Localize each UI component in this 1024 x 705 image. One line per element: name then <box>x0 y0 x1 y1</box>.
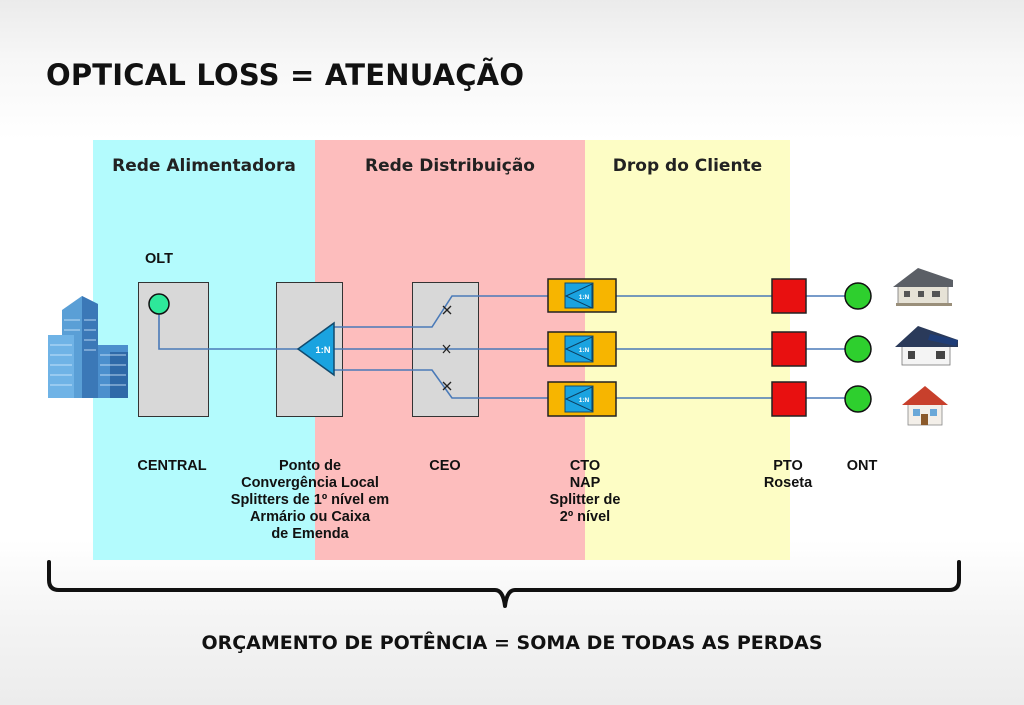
nap-box-1: 1:N <box>547 278 617 313</box>
nap-box-3: 1:N <box>547 381 617 417</box>
splitter-1-icon: 1:N <box>296 321 335 377</box>
nap-box-2: 1:N <box>547 331 617 367</box>
brace-icon <box>47 560 961 608</box>
house-icon <box>893 268 953 306</box>
cto-label: CTO NAP Splitter de 2º nível <box>549 458 621 525</box>
distribution-zone-title: Rede Distribuição <box>365 156 535 176</box>
central-label: CENTRAL <box>137 458 207 474</box>
pto-label: PTO Roseta <box>763 458 813 491</box>
nap-1-ratio: 1:N <box>579 294 590 301</box>
ont-icon <box>844 282 872 310</box>
drop-zone-title: Drop do Cliente <box>612 156 763 176</box>
feeder-zone-title: Rede Alimentadora <box>112 156 296 176</box>
splitter-1-label: Ponto de Convergência Local Splitters de… <box>230 458 390 542</box>
ont-icon <box>844 385 872 413</box>
ont-label: ONT <box>846 458 878 474</box>
house-icon <box>902 386 948 426</box>
splitter-1-ratio: 1:N <box>315 345 330 356</box>
nap-3-ratio: 1:N <box>579 397 590 404</box>
ont-icon <box>844 335 872 363</box>
page-title: OPTICAL LOSS = ATENUAÇÃO <box>46 58 525 92</box>
customer-drop-zone <box>585 140 790 560</box>
olt-port-icon <box>148 293 170 315</box>
splice-marks <box>442 305 452 391</box>
fiber-lines <box>158 295 845 399</box>
power-budget-caption: ORÇAMENTO DE POTÊNCIA = SOMA DE TODAS AS… <box>201 632 823 654</box>
pto-icon <box>771 278 807 314</box>
pto-icon <box>771 381 807 417</box>
nap-2-ratio: 1:N <box>579 347 590 354</box>
ceo-label: CEO <box>429 458 461 474</box>
olt-label: OLT <box>145 251 173 267</box>
house-icon <box>895 326 958 366</box>
pto-icon <box>771 331 807 367</box>
building-icon <box>48 296 128 398</box>
